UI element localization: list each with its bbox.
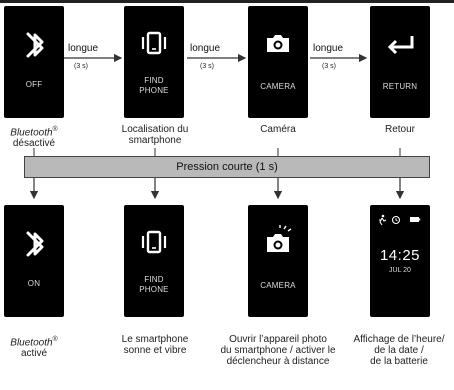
caption-text: désactivé xyxy=(12,138,56,150)
transition-duration: (3 s) xyxy=(74,63,88,70)
caption-bluetooth-on: Bluetooth® activé xyxy=(0,334,68,359)
run-icon xyxy=(379,214,387,226)
status-icons xyxy=(379,214,421,226)
bluetooth-icon xyxy=(26,32,44,58)
transition-label: longue xyxy=(190,43,221,54)
battery-icon xyxy=(410,217,421,222)
phone-vibrate-icon xyxy=(141,230,167,254)
screen-label: ON xyxy=(27,279,41,288)
top-rule xyxy=(0,0,454,3)
bluetooth-icon xyxy=(26,231,44,257)
transition-duration: (3 s) xyxy=(200,63,214,70)
caption-camera: Caméra xyxy=(260,124,296,135)
caption-time-date-battery: Affichage de l’heure/ de la date / de la… xyxy=(353,334,445,367)
return-arrow-icon xyxy=(387,36,414,55)
caption-text: activé xyxy=(20,348,48,360)
screen-find-phone: FIND PHONE xyxy=(124,6,184,118)
registered-mark: ® xyxy=(52,336,58,343)
caption-bluetooth-off: Bluetooth® désactivé xyxy=(0,124,68,149)
screen-label: CAMERA xyxy=(260,82,296,91)
screen-find-phone-active: FIND PHONE xyxy=(124,205,184,317)
alarm-icon xyxy=(391,215,401,225)
screen-return: RETURN xyxy=(370,6,430,118)
transition-label: longue xyxy=(313,43,344,54)
screen-label: FIND PHONE xyxy=(139,76,169,95)
caption-return: Retour xyxy=(384,124,415,135)
screen-camera: CAMERA xyxy=(248,6,308,118)
camera-shutter-icon xyxy=(267,225,292,252)
screen-label: FIND PHONE xyxy=(139,275,169,294)
transition-label: longue xyxy=(68,43,99,54)
transition-duration: (3 s) xyxy=(322,63,336,70)
screen-time-display: 14:25 JUL 20 xyxy=(370,205,430,317)
screen-camera-shutter: CAMERA xyxy=(248,205,308,317)
phone-vibrate-icon xyxy=(141,31,167,55)
brand-name: Bluetooth xyxy=(10,127,53,139)
screen-label: OFF xyxy=(25,80,43,89)
brand-name: Bluetooth xyxy=(10,337,53,349)
camera-icon xyxy=(267,35,289,52)
clock-date: JUL 20 xyxy=(389,267,411,274)
short-press-bar: Pression courte (1 s) xyxy=(24,156,430,178)
registered-mark: ® xyxy=(52,126,58,133)
screen-label: RETURN xyxy=(382,82,418,91)
screen-label: CAMERA xyxy=(260,281,296,290)
caption-phone-rings: Le smartphone sonne et vibre xyxy=(121,334,189,356)
caption-find-phone: Localisation du smartphone xyxy=(121,124,189,146)
screen-bluetooth-on: ON xyxy=(4,205,64,317)
caption-remote-shutter: Ouvrir l’appareil photo du smartphone / … xyxy=(220,334,336,367)
clock-time: 14:25 xyxy=(379,247,421,264)
screen-bluetooth-off: OFF xyxy=(4,6,64,118)
